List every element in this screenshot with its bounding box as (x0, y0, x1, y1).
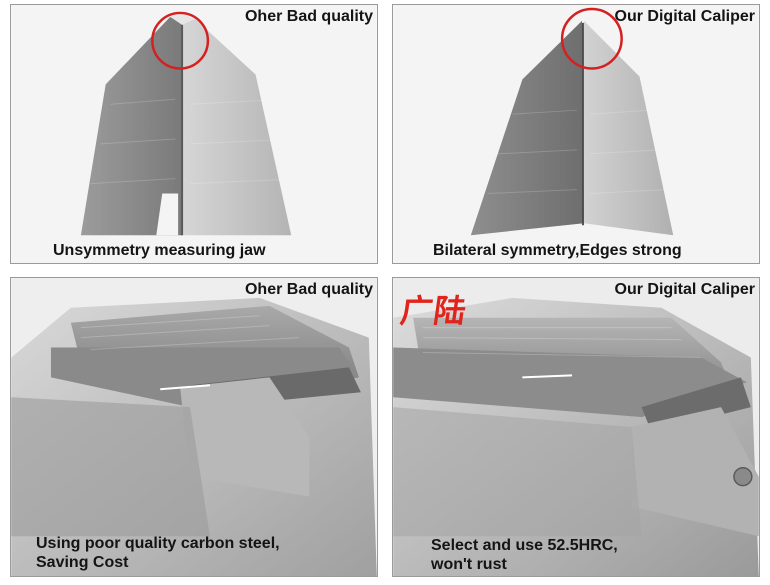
panel-bad-jaw-tip: Oher Bad quality Unsymmetry measuring ja… (10, 4, 378, 264)
panel-caption: Bilateral symmetry,Edges strong (433, 242, 682, 259)
panel-title: Our Digital Caliper (614, 281, 755, 298)
brand-stamp: 广陆 (398, 292, 470, 330)
panel-good-caliper-body: 广陆 Our Digital Caliper Select and use 52… (392, 277, 760, 577)
panel-caption-line: Saving Cost (36, 554, 129, 572)
panel-caption: Select and use 52.5HRC, won't rust (431, 536, 731, 574)
panel-title: Oher Bad quality (244, 281, 373, 298)
panel-caption: Using poor quality carbon steel, Saving … (36, 534, 366, 572)
panel-caption-line: Select and use 52.5HRC, (431, 537, 618, 554)
highlight-circle (151, 11, 210, 70)
highlight-circle (560, 7, 623, 70)
panel-caption-line: Using poor quality carbon steel, (36, 535, 280, 552)
photo-bad-caliper-body (11, 278, 377, 576)
panel-caption-line: won't rust (431, 556, 507, 574)
photo-good-caliper-body (393, 278, 759, 576)
panel-title: Oher Bad quality (244, 8, 373, 25)
panel-bad-caliper-body: Oher Bad quality Using poor quality carb… (10, 277, 378, 577)
panel-title: Our Digital Caliper (614, 8, 755, 25)
photo-bad-jaw-tip (11, 5, 377, 263)
panel-good-jaw-tip: Our Digital Caliper Bilateral symmetry,E… (392, 4, 760, 264)
panel-caption: Unsymmetry measuring jaw (53, 242, 266, 259)
photo-good-jaw-tip (393, 5, 759, 263)
